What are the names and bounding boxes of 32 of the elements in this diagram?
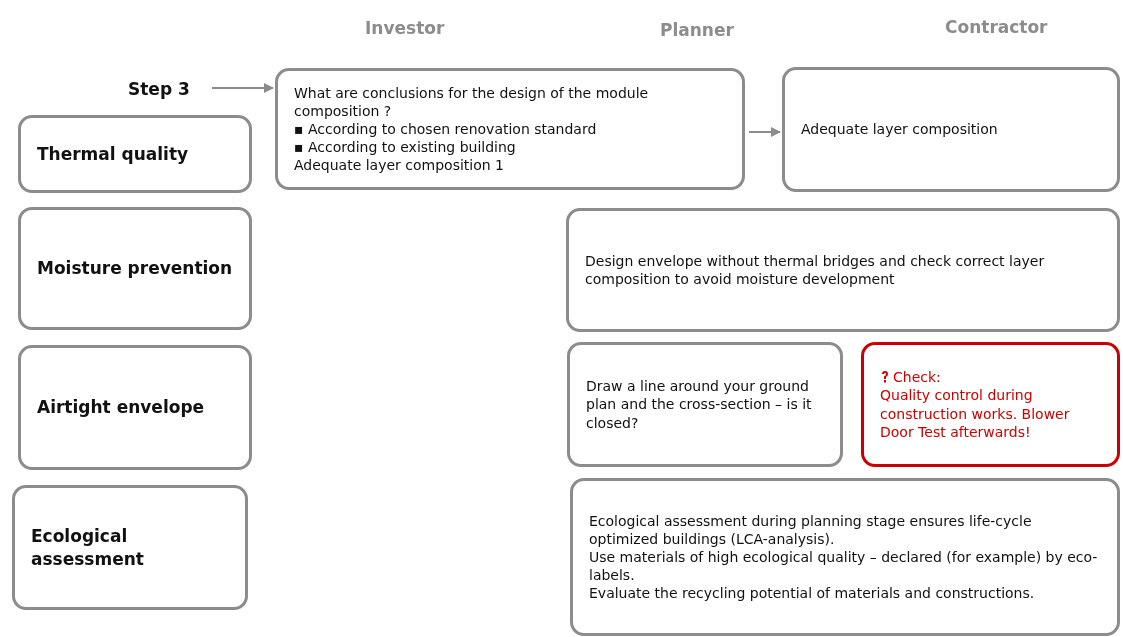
box-text: ▪ According to existing building (294, 138, 517, 157)
row-heading: Moisture prevention (37, 257, 233, 280)
planner-box (567, 342, 843, 467)
box-text: Design envelope without thermal bridges and check correct layer composition to avoid moisture development (585, 251, 1046, 289)
arrow (748, 127, 781, 137)
box-text: Adequate layer composition 1 (294, 156, 505, 175)
row-heading: Airtight envelope (37, 396, 206, 419)
column-heading: Planner (660, 20, 734, 40)
box-text: Ecological assessment during planning stage ensures life-cycle optimized buildings (LCA-analysis). (589, 511, 1033, 548)
row-header-box (12, 485, 248, 610)
row-heading: Thermal quality (37, 142, 190, 166)
arrow (211, 83, 274, 93)
column-heading: Contractor (945, 17, 1048, 37)
row-heading: Ecological assessment (31, 525, 145, 570)
warning-box (861, 342, 1120, 467)
planner-box (566, 208, 1120, 332)
box-text: ▪ According to chosen renovation standard (294, 119, 598, 139)
box-text: What are conclusions for the design of the module composition ? (294, 83, 650, 120)
question-box (275, 68, 745, 190)
box-text: Quality control during construction works. Blower Door Test afterwards! (880, 386, 1071, 441)
contractor-box (782, 67, 1120, 192)
box-text: Draw a line around your ground plan and the cross-section – is it closed? (586, 377, 813, 432)
box-text: Evaluate the recycling potential of materials and constructions. (589, 584, 1036, 603)
box-text: Use materials of high ecological quality – declared (for example) by eco-labels. (589, 547, 1099, 585)
column-heading: Investor (365, 18, 445, 38)
box-text: Adequate layer composition (801, 120, 999, 139)
row-header-box (18, 115, 252, 193)
step-label: Step 3 (128, 76, 208, 102)
planner-box (570, 478, 1120, 636)
warning-heading: Check: (893, 369, 941, 386)
row-header-box (18, 345, 252, 470)
row-header-box (18, 207, 252, 330)
